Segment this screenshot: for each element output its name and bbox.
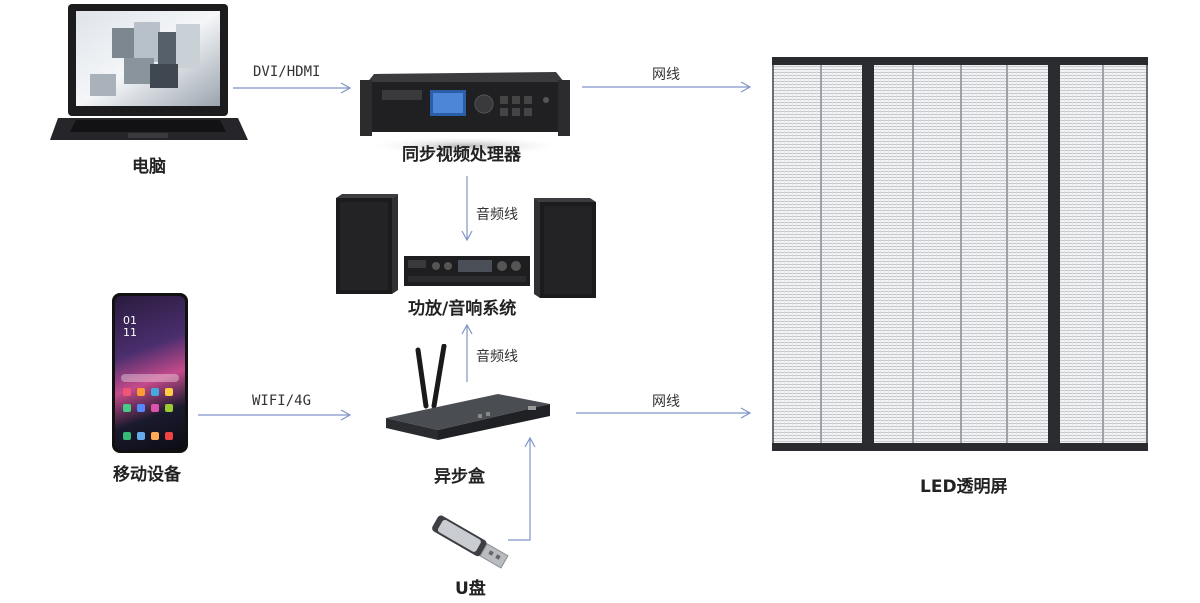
node-label-led-screen: LED透明屏 bbox=[920, 477, 1008, 497]
arrow-usb-to-asyncbox bbox=[508, 436, 536, 541]
node-label-usb: U盘 bbox=[455, 579, 486, 599]
node-label-mobile: 移动设备 bbox=[113, 465, 181, 485]
node-label-async-box: 异步盒 bbox=[434, 467, 485, 487]
amplifier-image bbox=[404, 256, 530, 286]
laptop-image bbox=[50, 4, 248, 140]
node-label-sync-processor: 同步视频处理器 bbox=[402, 145, 521, 165]
node-label-amplifier: 功放/音响系统 bbox=[408, 299, 517, 319]
led-screen-image bbox=[772, 57, 1148, 451]
edge-label-wifi-4g: WIFI/4G bbox=[252, 393, 312, 409]
phone-image: 01 11 bbox=[112, 293, 188, 453]
speaker-right-image bbox=[534, 198, 596, 298]
edge-label-network-top: 网线 bbox=[652, 67, 680, 83]
async-box-image bbox=[386, 344, 550, 440]
edge-label-audio-top: 音频线 bbox=[476, 207, 518, 223]
phone-clock-hour: 01 bbox=[123, 314, 137, 327]
usb-drive-image bbox=[432, 515, 509, 569]
speaker-left-image bbox=[336, 194, 398, 294]
edge-label-audio-bottom: 音频线 bbox=[476, 349, 518, 365]
node-label-computer: 电脑 bbox=[132, 157, 166, 177]
video-processor-image bbox=[360, 72, 570, 156]
edge-label-dvi-hdmi: DVI/HDMI bbox=[253, 64, 321, 80]
phone-clock-minute: 11 bbox=[123, 326, 137, 339]
edge-label-network-bottom: 网线 bbox=[652, 394, 680, 410]
